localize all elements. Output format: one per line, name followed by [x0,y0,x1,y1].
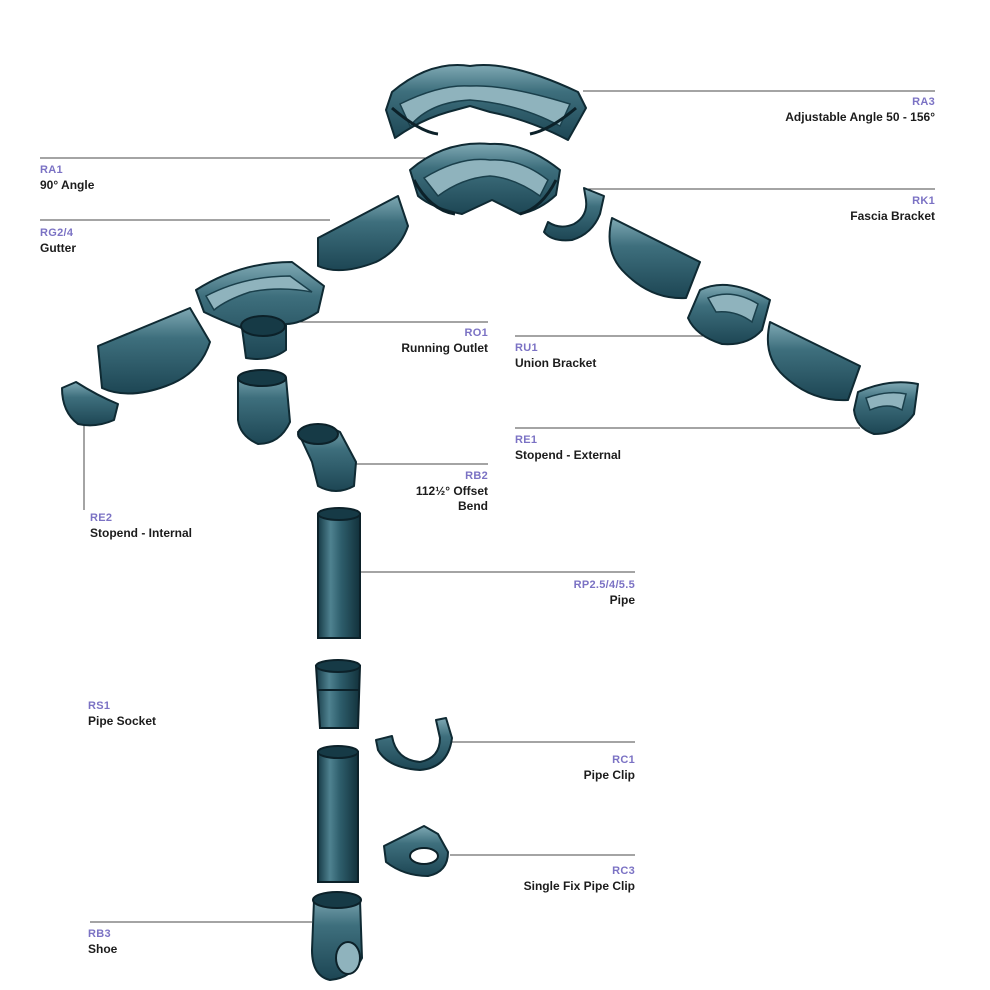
name-ra1: 90° Angle [40,177,95,192]
name-rc3: Single Fix Pipe Clip [523,878,635,893]
90-degree-angle-part [409,142,561,216]
label-rc1: RC1 Pipe Clip [584,754,635,783]
stopend-internal-part [61,381,119,427]
label-re1: RE1 Stopend - External [515,434,621,463]
label-rb3: RB3 Shoe [88,928,117,957]
running-outlet-part [195,261,325,360]
code-rb2: RB2 [465,470,488,482]
name-re2: Stopend - Internal [90,525,192,540]
name-rg: Gutter [40,240,76,255]
single-fix-pipe-clip-part [383,825,449,877]
code-rp: RP2.5/4/5.5 [573,579,635,591]
label-rk1: RK1 Fascia Bracket [850,195,935,224]
label-rc3: RC3 Single Fix Pipe Clip [524,865,635,894]
code-rc3: RC3 [612,865,635,877]
leader-lines [40,90,935,923]
label-rg: RG2/4 Gutter [40,227,76,256]
code-rb3: RB3 [88,928,111,940]
code-rc1: RC1 [612,754,635,766]
label-rb2: RB2 112½° Offset Bend [398,470,488,514]
code-ra1: RA1 [40,164,63,176]
shoe-part [311,891,363,981]
offset-bend-part [297,423,357,492]
label-ru1: RU1 Union Bracket [515,342,596,371]
code-ru1: RU1 [515,342,538,354]
code-ra3: RA3 [912,96,935,108]
name-rb2: 112½° Offset Bend [415,483,488,513]
outlet-socket-part [237,369,291,445]
name-rk1: Fascia Bracket [850,208,935,223]
gutter-section-left-2 [97,307,211,395]
pipe-part [317,507,361,639]
label-ro1: RO1 Running Outlet [401,327,488,356]
gutter-section-right-1 [608,217,701,300]
name-ro1: Running Outlet [401,340,488,355]
name-rb3: Shoe [88,941,118,956]
name-re1: Stopend - External [515,447,622,462]
label-ra1: RA1 90° Angle [40,164,94,193]
name-ra3: Adjustable Angle 50 - 156° [785,109,935,124]
code-rs1: RS1 [88,700,111,712]
label-rs1: RS1 Pipe Socket [88,700,156,729]
code-rg: RG2/4 [40,227,74,239]
name-ru1: Union Bracket [515,355,597,370]
name-rc1: Pipe Clip [583,767,635,782]
stopend-external-part [853,381,919,435]
name-rp: Pipe [609,592,635,607]
code-re2: RE2 [90,512,113,524]
fascia-bracket-part [543,187,605,242]
code-rk1: RK1 [912,195,935,207]
label-re2: RE2 Stopend - Internal [90,512,192,541]
name-rs1: Pipe Socket [88,713,157,728]
gutter-section-left-1 [317,195,409,272]
gutter-section-right-2 [766,321,861,402]
pipe-lower-part [317,745,359,883]
pipe-socket-part [314,659,362,729]
label-rp: RP2.5/4/5.5 Pipe [574,579,635,608]
label-ra3: RA3 Adjustable Angle 50 - 156° [785,96,935,125]
pipe-clip-part [375,717,453,771]
union-bracket-part [687,283,771,346]
code-ro1: RO1 [464,327,488,339]
adjustable-angle-part [385,64,587,141]
code-re1: RE1 [515,434,538,446]
